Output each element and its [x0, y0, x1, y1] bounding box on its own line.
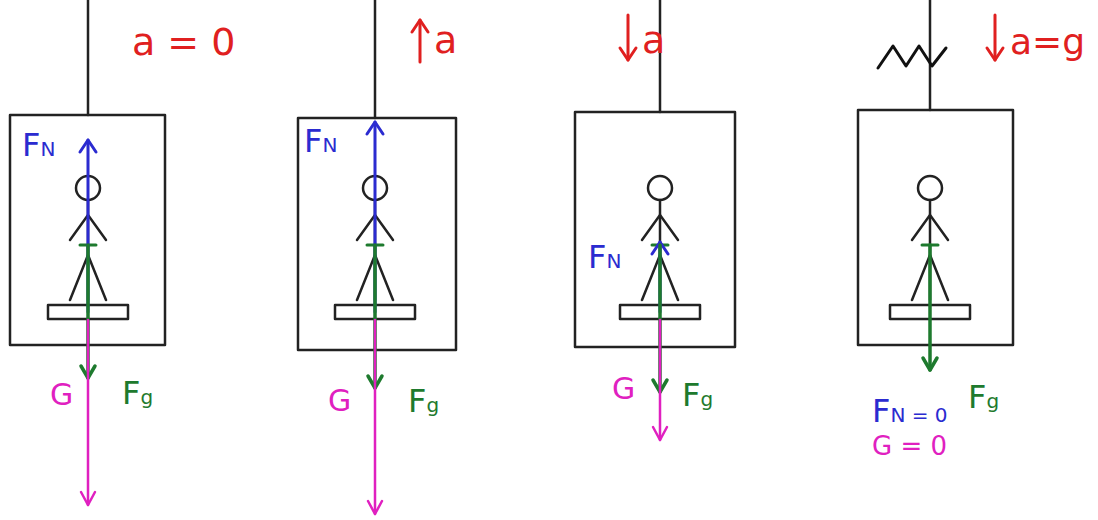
normal-force-label: FN [304, 124, 337, 159]
elevator-car [575, 112, 735, 347]
elevator-car [298, 118, 456, 350]
weight-arrow [368, 320, 382, 514]
cable-break [878, 46, 946, 68]
acceleration-label: a [434, 20, 457, 62]
weight-label: G [50, 378, 73, 411]
gravity-force-label: Fg [968, 380, 999, 415]
weight-arrow [81, 320, 95, 505]
weight-label: G = 0 [872, 432, 947, 461]
acceleration-arrow [987, 15, 1003, 60]
acceleration-arrow [620, 15, 636, 60]
elevator-cable [374, 0, 377, 118]
weight-label: G [328, 384, 351, 417]
elevator-cable [87, 0, 90, 115]
acceleration-arrow [412, 20, 428, 62]
elevator-panel [10, 0, 165, 505]
acceleration-label: a [642, 20, 665, 62]
weight-label: G [612, 372, 635, 405]
elevator-panel [298, 0, 456, 514]
gravity-force-label: Fg [682, 378, 713, 413]
acceleration-label: a=g [1010, 22, 1085, 62]
gravity-force-label: Fg [408, 384, 439, 419]
elevator-panel [858, 0, 1013, 370]
weight-arrow [653, 320, 667, 440]
gravity-force-arrow [923, 245, 937, 370]
normal-force-label: FN [22, 128, 55, 163]
elevator-panel [575, 0, 735, 440]
normal-force-label: FN = 0 [872, 394, 948, 429]
elevator-cable [929, 0, 932, 110]
elevator-car [858, 110, 1013, 345]
normal-force-label: FN [588, 240, 621, 275]
gravity-force-label: Fg [122, 376, 153, 411]
acceleration-label: a = 0 [132, 22, 235, 64]
